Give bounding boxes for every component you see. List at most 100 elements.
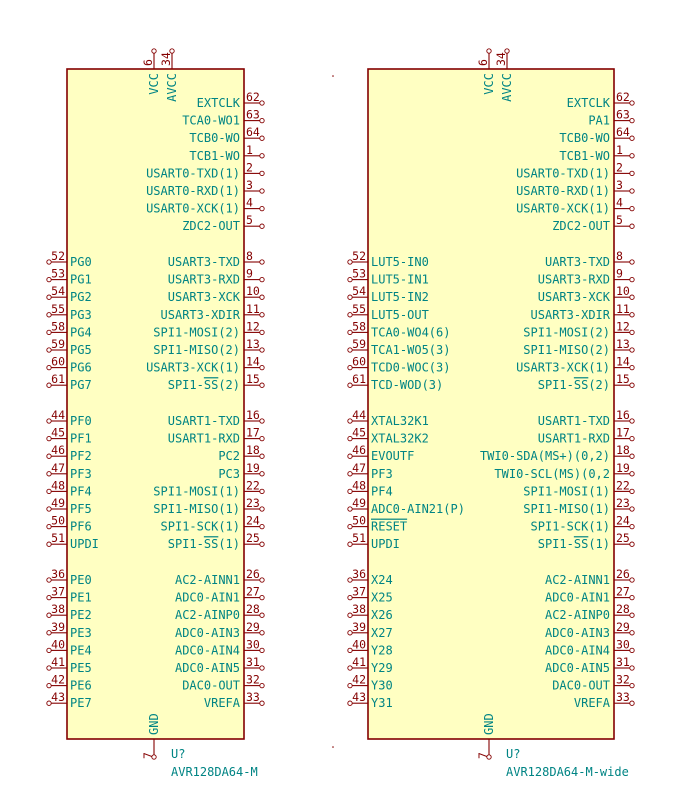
pin-right-usart3-xck-1[interactable]: USART3-XCK(1)14 [516, 355, 635, 375]
pin-right-spi1-ss-1[interactable]: SPI1-SS(1)25 [168, 531, 265, 551]
pin-right-spi1-miso-2[interactable]: SPI1-MISO(2)13 [523, 337, 635, 357]
pin-right-usart0-rxd-1[interactable]: USART0-RXD(1)3 [516, 178, 635, 198]
pin-right-usart0-xck-1[interactable]: USART0-XCK(1)4 [516, 196, 635, 216]
pin-left-tca1-wo5-3[interactable]: TCA1-WO5(3)59 [347, 337, 451, 357]
pin-right-usart3-xck-1[interactable]: USART3-XCK(1)14 [146, 355, 265, 375]
pin-left-tcd0-woc-3[interactable]: TCD0-WOC(3)60 [347, 355, 451, 375]
pin-right-spi1-mosi-1[interactable]: SPI1-MOSI(1)22 [153, 478, 265, 498]
pin-left-tca0-wo4-6[interactable]: TCA0-WO4(6)58 [347, 319, 451, 339]
pin-right-spi1-ss-2[interactable]: SPI1-SS(2)15 [538, 372, 635, 392]
pin-right-twi0-sda-ms-0-2[interactable]: TWI0-SDA(MS+)(0,2)18 [480, 443, 635, 463]
pin-right-spi1-ss-2[interactable]: SPI1-SS(2)15 [168, 372, 265, 392]
pin-right-spi1-mosi-1[interactable]: SPI1-MOSI(1)22 [523, 478, 635, 498]
pin-left-tcd-wod-3[interactable]: TCD-WOD(3)61 [347, 372, 443, 392]
pin-right-spi1-sck-1[interactable]: SPI1-SCK(1)24 [531, 514, 635, 534]
pin-left-adc0-ain21-p[interactable]: ADC0-AIN21(P)49 [347, 496, 465, 516]
pin-right-spi1-miso-1[interactable]: SPI1-MISO(1)23 [153, 496, 265, 516]
pin-right-spi1-miso-1[interactable]: SPI1-MISO(1)23 [523, 496, 635, 516]
pin-right-spi1-mosi-2[interactable]: SPI1-MOSI(2)12 [523, 319, 635, 339]
pin-right-usart0-txd-1[interactable]: USART0-TXD(1)2 [146, 160, 265, 180]
pin-right-usart0-rxd-1[interactable]: USART0-RXD(1)3 [146, 178, 265, 198]
pin-right-spi1-miso-2[interactable]: SPI1-MISO(2)13 [153, 337, 265, 357]
pin-right-usart0-txd-1[interactable]: USART0-TXD(1)2 [516, 160, 635, 180]
